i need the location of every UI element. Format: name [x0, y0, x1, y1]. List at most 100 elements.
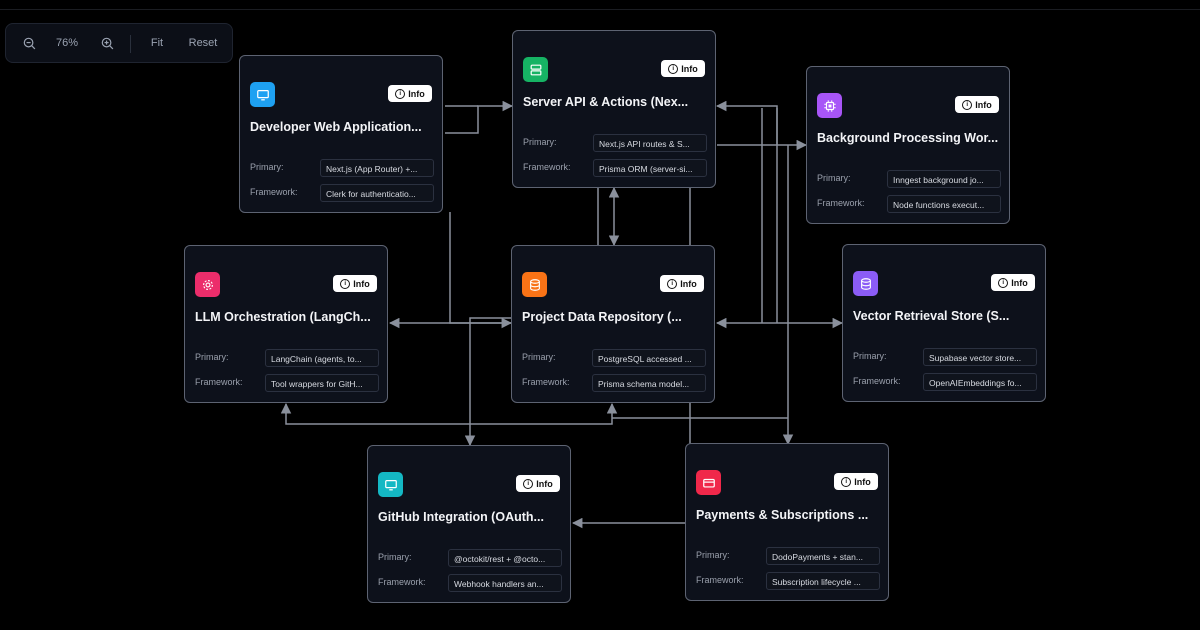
framework-value: Prisma schema model...	[592, 374, 706, 392]
zoom-in-button[interactable]	[92, 24, 122, 62]
gear-icon	[195, 272, 220, 297]
framework-row: Framework: Prisma schema model...	[522, 374, 706, 392]
info-icon: i	[667, 278, 678, 289]
framework-value: Tool wrappers for GitH...	[265, 374, 379, 392]
info-label: Info	[353, 278, 370, 289]
node-title: Background Processing Wor...	[817, 131, 999, 145]
node-title: Developer Web Application...	[250, 120, 422, 134]
fit-button[interactable]: Fit	[150, 37, 164, 49]
framework-value: Clerk for authenticatio...	[320, 184, 434, 202]
info-label: Info	[975, 99, 992, 110]
primary-value: LangChain (agents, to...	[265, 349, 379, 367]
framework-label: Framework:	[522, 377, 570, 387]
primary-row: Primary:@octokit/rest + @octo...	[378, 549, 562, 567]
primary-row: Primary: PostgreSQL accessed ...	[522, 349, 706, 367]
edge-llm-loop	[280, 402, 618, 425]
primary-value: Inngest background jo...	[887, 170, 1001, 188]
monitor-icon	[250, 82, 275, 107]
info-label: Info	[536, 478, 553, 489]
framework-value: Webhook handlers an...	[448, 574, 562, 592]
primary-row: Primary:Next.js (App Router) +...	[250, 159, 434, 177]
framework-value: Prisma ORM (server-si...	[593, 159, 707, 177]
framework-row: Framework: Tool wrappers for GitH...	[195, 374, 379, 392]
primary-label: Primary:	[250, 162, 284, 172]
primary-label: Primary:	[522, 352, 556, 362]
framework-label: Framework:	[378, 577, 426, 587]
node-title: Payments & Subscriptions ...	[696, 508, 869, 522]
framework-value: Node functions execut...	[887, 195, 1001, 213]
info-label: Info	[1011, 277, 1028, 288]
server-icon	[523, 57, 548, 82]
primary-value: DodoPayments + stan...	[766, 547, 880, 565]
zoom-in-icon	[101, 37, 113, 49]
info-label: Info	[408, 88, 425, 99]
edge-repo-to-github	[464, 317, 511, 447]
framework-row: Framework: Node functions execut...	[817, 195, 1001, 213]
info-icon: i	[998, 277, 1009, 288]
zoom-level: 76%	[55, 37, 79, 49]
primary-row: Primary: DodoPayments + stan...	[696, 547, 880, 565]
primary-label: Primary:	[195, 352, 229, 362]
info-icon: i	[962, 99, 973, 110]
info-icon: i	[841, 476, 852, 487]
node-title: LLM Orchestration (LangCh...	[195, 310, 371, 324]
primary-label: Primary:	[853, 351, 887, 361]
info-label: Info	[854, 476, 871, 487]
reset-button[interactable]: Reset	[188, 37, 218, 49]
primary-value: @octokit/rest + @octo...	[448, 549, 562, 567]
framework-label: Framework:	[853, 376, 901, 386]
zoom-out-button[interactable]	[14, 24, 44, 62]
top-divider	[0, 9, 1200, 10]
info-icon: i	[340, 278, 351, 289]
node-title: Vector Retrieval Store (S...	[853, 309, 1010, 323]
primary-row: Primary:Next.js API routes & S...	[523, 134, 707, 152]
node-title: GitHub Integration (OAuth...	[378, 510, 544, 524]
framework-value: OpenAIEmbeddings fo...	[923, 373, 1037, 391]
framework-label: Framework:	[696, 575, 744, 585]
framework-label: Framework:	[250, 187, 298, 197]
framework-row: Framework: Clerk for authenticatio...	[250, 184, 434, 202]
framework-label: Framework:	[817, 198, 865, 208]
framework-label: Framework:	[195, 377, 243, 387]
zoom-toolbar: 76% Fit Reset	[5, 23, 233, 63]
info-icon: i	[523, 478, 534, 489]
primary-label: Primary:	[817, 173, 851, 183]
credit-card-icon	[696, 470, 721, 495]
database-icon	[853, 271, 878, 296]
framework-row: Framework: OpenAIEmbeddings fo...	[853, 373, 1037, 391]
primary-row: Primary: Supabase vector store...	[853, 348, 1037, 366]
framework-row: Framework: Subscription lifecycle ...	[696, 572, 880, 590]
edge-web-to-repo	[449, 212, 513, 329]
cpu-icon	[817, 93, 842, 118]
primary-value: Next.js API routes & S...	[593, 134, 707, 152]
primary-value: PostgreSQL accessed ...	[592, 349, 706, 367]
framework-label: Framework:	[523, 162, 571, 172]
edge-right-bus-to-api	[715, 100, 778, 145]
framework-row: Framework: Prisma ORM (server-si...	[523, 159, 707, 177]
framework-value: Subscription lifecycle ...	[766, 572, 880, 590]
edge-web-to-api	[445, 100, 514, 134]
database-icon	[522, 272, 547, 297]
primary-label: Primary:	[696, 550, 730, 560]
primary-row: Primary: Inngest background jo...	[817, 170, 1001, 188]
framework-row: Framework: Webhook handlers an...	[378, 574, 562, 592]
primary-row: Primary: LangChain (agents, to...	[195, 349, 379, 367]
primary-value: Supabase vector store...	[923, 348, 1037, 366]
info-label: Info	[681, 63, 698, 74]
